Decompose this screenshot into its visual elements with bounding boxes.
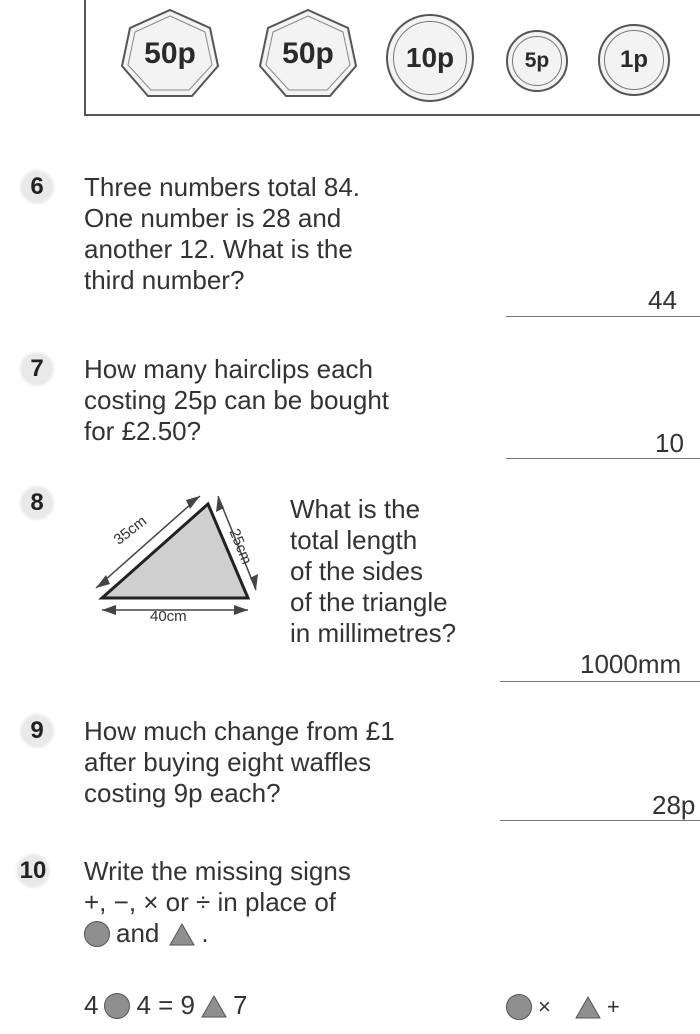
answer-8: 1000mm bbox=[580, 649, 682, 679]
coin-label: 5p bbox=[524, 49, 550, 72]
equation: 4 4 = 9 7 bbox=[84, 990, 248, 1020]
coin-label: 1p bbox=[619, 46, 648, 73]
answer-line bbox=[500, 681, 700, 682]
triangle-shape bbox=[98, 501, 251, 600]
triangle-icon bbox=[201, 994, 227, 1017]
answer-line bbox=[506, 458, 700, 459]
question-number: 7 bbox=[18, 350, 56, 388]
circle-icon bbox=[84, 920, 110, 947]
answer-9: 28p bbox=[652, 790, 696, 820]
triangle-diagram bbox=[95, 495, 258, 615]
triangle-icon bbox=[574, 995, 601, 1019]
answer-7: 10 bbox=[655, 428, 684, 458]
question-number: 8 bbox=[18, 484, 56, 522]
answer-10: × + bbox=[506, 994, 620, 1020]
coin-5p: 5p bbox=[506, 30, 568, 92]
heptagon-icon bbox=[120, 8, 220, 97]
coin-10p: 10p bbox=[386, 14, 474, 102]
coin-50p-2: 50p bbox=[256, 6, 360, 102]
question-8-text: What is the total length of the sides of… bbox=[290, 494, 457, 648]
side-label-40cm: 40cm bbox=[150, 608, 187, 625]
coin-50p-1: 50p bbox=[118, 6, 222, 102]
circle-icon bbox=[506, 994, 532, 1020]
circle-icon bbox=[104, 992, 131, 1019]
coin-label: 50p bbox=[144, 37, 196, 70]
coin-panel: 50p 50p 10p 5p 1p bbox=[84, 0, 700, 116]
coin-label: 10p bbox=[405, 42, 455, 73]
heptagon-icon bbox=[258, 8, 358, 97]
coin-label: 50p bbox=[282, 37, 334, 70]
answer-line bbox=[506, 316, 700, 317]
question-number: 6 bbox=[18, 168, 56, 206]
answer-line bbox=[500, 820, 700, 821]
question-6-text: Three numbers total 84. One number is 28… bbox=[84, 172, 361, 295]
answer-6: 44 bbox=[648, 285, 677, 315]
question-9-text: How much change from £1 after buying eig… bbox=[84, 716, 395, 808]
question-number: 10 bbox=[14, 852, 52, 890]
question-7-text: How many hairclips each costing 25p can … bbox=[84, 354, 390, 446]
question-number: 9 bbox=[18, 712, 56, 750]
question-10-text: Write the missing signs +, −, × or ÷ in … bbox=[84, 856, 351, 948]
coin-1p: 1p bbox=[598, 24, 670, 96]
triangle-icon bbox=[169, 922, 196, 945]
